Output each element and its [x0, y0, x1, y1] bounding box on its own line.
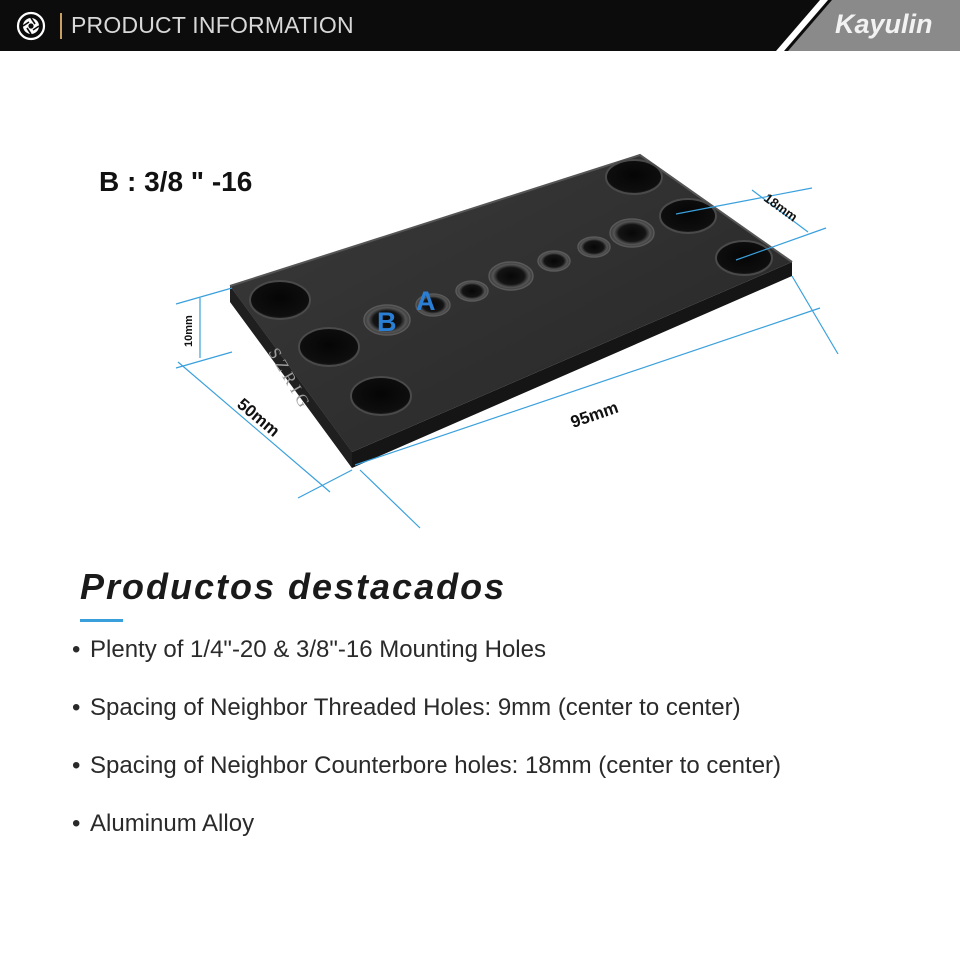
- section-title: Productos destacados: [80, 566, 507, 607]
- feature-list: • Plenty of 1/4"-20 & 3/8"-16 Mounting Ho…: [72, 630, 781, 862]
- dimension-height-label: 10mm: [183, 315, 195, 347]
- feature-item: • Aluminum Alloy: [72, 804, 781, 862]
- bullet: •: [72, 810, 81, 837]
- aperture-icon: [16, 11, 46, 41]
- bullet: •: [72, 636, 81, 663]
- dimension-width-label: 50mm: [233, 395, 283, 441]
- section-underline: [80, 619, 123, 622]
- dimension-spacing-label: 18mm: [761, 190, 800, 224]
- feature-item: • Spacing of Neighbor Counterbore holes: …: [72, 746, 781, 804]
- feature-item: • Plenty of 1/4"-20 & 3/8"-16 Mounting Ho…: [72, 630, 781, 688]
- hole-label-a: A: [416, 286, 436, 316]
- bullet: •: [72, 752, 81, 779]
- dimension-lines: [175, 187, 839, 529]
- header-title: PRODUCT INFORMATION: [71, 12, 354, 38]
- feature-text: Plenty of 1/4"-20 & 3/8"-16 Mounting Hol…: [90, 636, 546, 663]
- header-bar: PRODUCT INFORMATION Kayulin: [0, 0, 960, 51]
- bullet: •: [72, 694, 81, 721]
- mounting-plate: [229, 153, 793, 468]
- brand-name: Kayulin: [835, 9, 933, 39]
- thread-spec-label: B : 3/8 " -16: [99, 166, 253, 197]
- threaded-holes: [363, 218, 655, 336]
- brand-banner: [776, 0, 960, 51]
- feature-text: Spacing of Neighbor Threaded Holes: 9mm …: [90, 694, 741, 721]
- dimension-length-label: 95mm: [568, 398, 621, 432]
- feature-text: Aluminum Alloy: [90, 810, 255, 837]
- feature-item: • Spacing of Neighbor Threaded Holes: 9mm…: [72, 688, 781, 746]
- counterbore-holes: [249, 159, 773, 416]
- feature-text: Spacing of Neighbor Counterbore holes: 1…: [90, 752, 782, 779]
- product-figure: SZRIG B A 10mm 50mm 95mm 18mm: [175, 153, 839, 529]
- hole-label-b: B: [377, 307, 397, 337]
- header-divider: [60, 13, 62, 39]
